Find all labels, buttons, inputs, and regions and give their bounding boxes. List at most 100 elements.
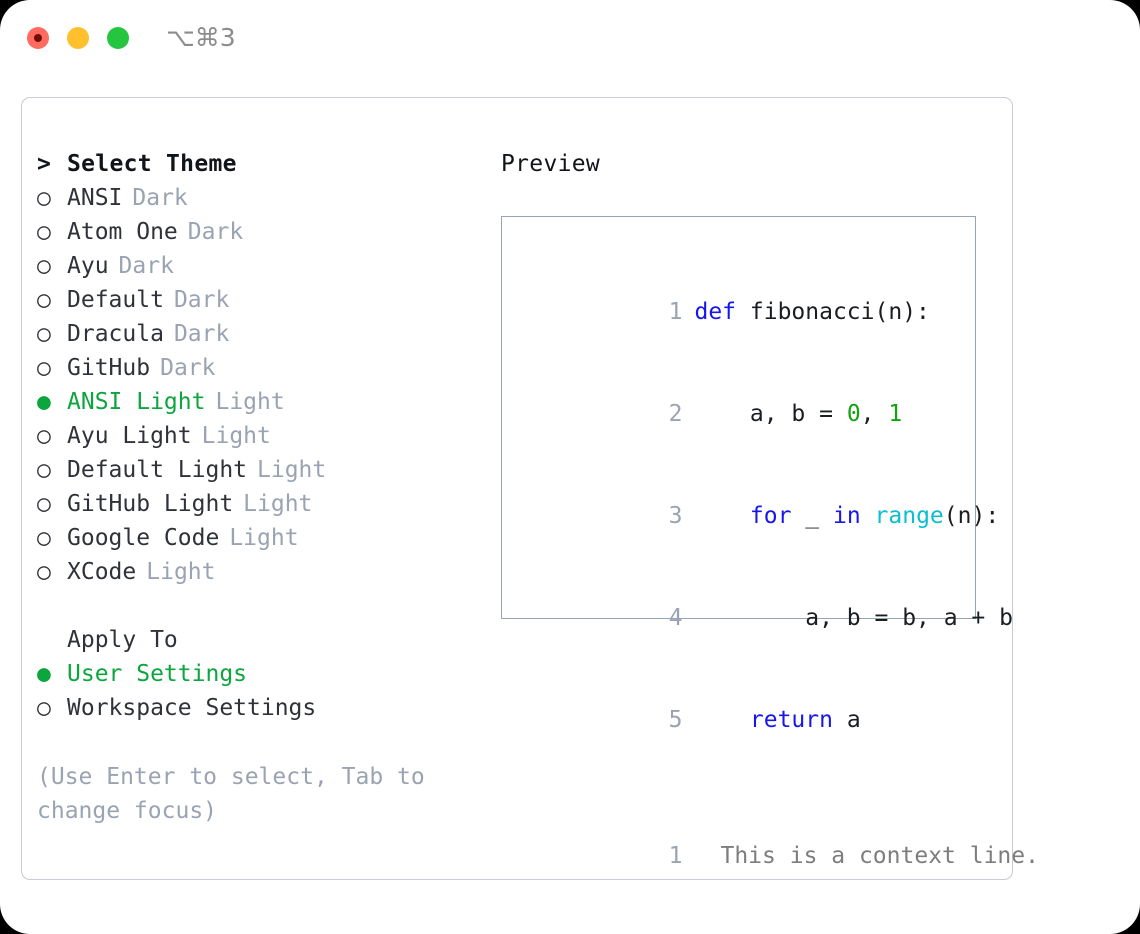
maximize-window-button[interactable] xyxy=(107,27,129,49)
theme-name: ANSI xyxy=(67,185,123,211)
keyboard-hint-text: (Use Enter to select, Tab to change focu… xyxy=(37,764,425,824)
radio-icon[interactable]: ○ xyxy=(37,355,51,381)
theme-picker-window: > Select Theme ○ ANSI Dark ○ Atom One Da… xyxy=(21,97,1039,880)
radio-icon[interactable]: ○ xyxy=(37,525,51,551)
line-number: 3 xyxy=(668,503,683,529)
theme-name: GitHub xyxy=(67,355,151,381)
code-line: 1 def fibonacci(n): xyxy=(518,261,975,363)
cursor-icon: > xyxy=(37,151,51,177)
code-line: 5 return a xyxy=(518,669,975,771)
theme-option-ansi-dark[interactable]: ○ ANSI Dark xyxy=(37,181,477,215)
theme-name: GitHub Light xyxy=(67,491,234,517)
theme-variant: Light xyxy=(243,491,313,517)
theme-variant: Light xyxy=(146,559,216,585)
theme-list-title: Select Theme xyxy=(67,151,237,177)
code-token xyxy=(861,503,875,529)
theme-name: Default xyxy=(67,287,164,313)
code-token xyxy=(694,707,749,733)
code-token: for xyxy=(749,503,792,529)
theme-option-ansi-light[interactable]: ● ANSI Light Light xyxy=(37,385,477,419)
theme-variant: Light xyxy=(215,389,285,415)
theme-name: Default Light xyxy=(67,457,248,483)
radio-icon[interactable]: ○ xyxy=(37,559,51,585)
radio-icon[interactable]: ○ xyxy=(37,423,51,449)
theme-list-header: > Select Theme xyxy=(37,147,477,181)
code-token: def xyxy=(694,299,750,325)
line-number: 2 xyxy=(668,401,683,427)
diff-line-context: 1 This is a context line. xyxy=(518,805,1039,907)
radio-icon[interactable]: ○ xyxy=(37,491,51,517)
code-line: 2 a, b = 0, 1 xyxy=(518,363,975,465)
code-token: a, b = b, a + b xyxy=(694,605,1013,631)
window-titlebar: ⌥⌘3 xyxy=(0,0,1140,78)
keyboard-shortcut-label: ⌥⌘3 xyxy=(166,23,236,52)
code-token: , xyxy=(860,401,889,427)
radio-icon[interactable]: ○ xyxy=(37,253,51,279)
theme-variant: Dark xyxy=(187,219,244,245)
radio-icon[interactable]: ○ xyxy=(37,287,51,313)
theme-variant: Dark xyxy=(160,355,216,381)
minimize-window-button[interactable] xyxy=(67,27,89,49)
apply-to-header: Apply To xyxy=(37,623,477,657)
close-icon xyxy=(34,34,42,42)
apply-to-workspace-settings[interactable]: ○ Workspace Settings xyxy=(37,691,477,725)
radio-icon[interactable]: ○ xyxy=(37,321,51,347)
theme-option-ayu-light[interactable]: ○ Ayu Light Light xyxy=(37,419,477,453)
theme-option-atom-one-dark[interactable]: ○ Atom One Dark xyxy=(37,215,477,249)
apply-to-title: Apply To xyxy=(67,627,178,653)
code-line: 4 a, b = b, a + b xyxy=(518,567,1013,669)
apply-to-option-label: Workspace Settings xyxy=(67,695,317,721)
theme-option-xcode[interactable]: ○ XCode Light xyxy=(37,555,477,589)
theme-variant: Light xyxy=(257,457,327,483)
theme-variant: Light xyxy=(201,423,271,449)
code-token: 1 xyxy=(888,401,903,427)
theme-variant: Dark xyxy=(132,185,188,211)
radio-icon[interactable]: ○ xyxy=(37,457,51,483)
line-number: 1 xyxy=(668,843,683,869)
theme-option-default-dark[interactable]: ○ Default Dark xyxy=(37,283,477,317)
theme-name: ANSI Light xyxy=(67,389,206,415)
code-token: in xyxy=(832,503,861,529)
close-window-button[interactable] xyxy=(27,27,49,49)
code-token: return xyxy=(749,707,833,733)
code-token: fibonacci(n): xyxy=(749,299,930,325)
theme-variant: Dark xyxy=(173,287,230,313)
code-token: a xyxy=(832,707,861,733)
theme-option-github-light[interactable]: ○ GitHub Light Light xyxy=(37,487,477,521)
preview-box: 1 def fibonacci(n): 2 a, b = 0, 1 3 for _… xyxy=(501,216,1039,869)
apply-to-user-settings[interactable]: ● User Settings xyxy=(37,657,477,691)
theme-option-ayu-dark[interactable]: ○ Ayu Dark xyxy=(37,249,477,283)
theme-option-dracula-dark[interactable]: ○ Dracula Dark xyxy=(37,317,477,351)
theme-option-github-dark[interactable]: ○ GitHub Dark xyxy=(37,351,477,385)
theme-option-google-code[interactable]: ○ Google Code Light xyxy=(37,521,477,555)
theme-name: Atom One xyxy=(67,219,178,245)
theme-name: Ayu Light xyxy=(67,423,192,449)
theme-option-default-light[interactable]: ○ Default Light Light xyxy=(37,453,477,487)
line-number: 4 xyxy=(668,605,683,631)
code-token: _ xyxy=(791,503,833,529)
radio-icon[interactable]: ○ xyxy=(37,695,51,721)
radio-icon[interactable]: ○ xyxy=(37,185,51,211)
theme-variant: Light xyxy=(229,525,299,551)
radio-selected-icon[interactable]: ● xyxy=(37,661,51,687)
radio-selected-icon[interactable]: ● xyxy=(37,389,51,415)
code-token: range xyxy=(874,503,944,529)
code-line: 3 for _ in range(n): xyxy=(518,465,1000,567)
diff-line-removed: 2-This line was deleted. xyxy=(518,907,975,934)
theme-name: Dracula xyxy=(67,321,164,347)
theme-name: XCode xyxy=(67,559,137,585)
theme-variant: Dark xyxy=(118,253,174,279)
apply-to-group: Apply To ● User Settings ○ Workspace Set… xyxy=(37,623,477,725)
code-token: (n): xyxy=(943,503,1000,529)
radio-icon[interactable]: ○ xyxy=(37,219,51,245)
apply-to-option-label: User Settings xyxy=(67,661,248,687)
preview-title: Preview xyxy=(501,151,601,177)
code-token: 0 xyxy=(846,401,861,427)
spacer xyxy=(518,771,975,805)
theme-name: Google Code xyxy=(67,525,220,551)
line-number: 1 xyxy=(668,299,683,325)
preview-panel: Preview 1 def fibonacci(n): 2 a, b = 0, 1… xyxy=(501,147,1039,869)
diff-marker xyxy=(694,839,720,873)
theme-selector-panel: > Select Theme ○ ANSI Dark ○ Atom One Da… xyxy=(37,147,477,725)
